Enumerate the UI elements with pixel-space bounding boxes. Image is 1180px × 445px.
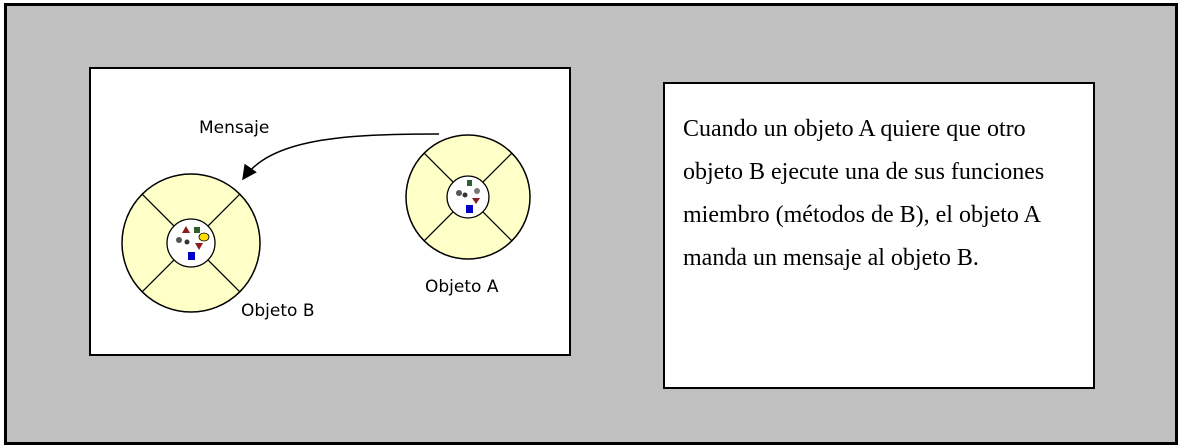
description-text: Cuando un objeto A quiere que otro objet…: [683, 116, 1045, 271]
object-b-attributes: [176, 226, 210, 260]
diagram-canvas: Mensaje Objeto B: [121, 118, 531, 321]
message-label: Mensaje: [199, 118, 269, 138]
message-diagram: Mensaje Objeto B: [89, 67, 571, 356]
object-b: Objeto B: [121, 173, 315, 321]
object-b-label: Objeto B: [241, 301, 315, 321]
object-a-attributes: [456, 180, 480, 213]
message-arrow: [242, 133, 440, 181]
page-frame: Mensaje Objeto B: [4, 3, 1178, 445]
description-box: Cuando un objeto A quiere que otro objet…: [663, 82, 1095, 389]
object-a-label: Objeto A: [425, 277, 499, 297]
object-a: Objeto A: [405, 134, 531, 297]
